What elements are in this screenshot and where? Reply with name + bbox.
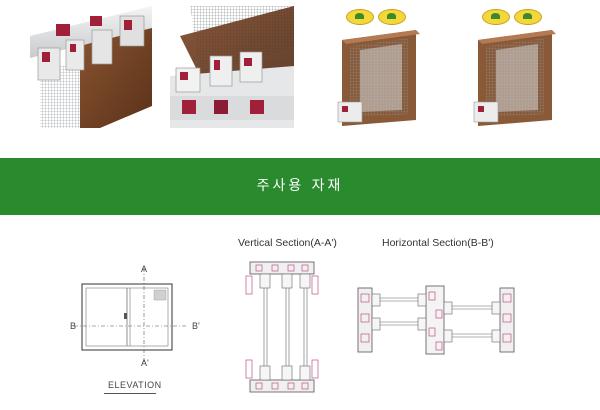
profile-closeup-right (170, 6, 294, 128)
energy-badge-icon (514, 9, 542, 25)
horizontal-section-drawing (354, 282, 518, 358)
marker-b-right: B' (192, 321, 200, 331)
vertical-section-drawing (238, 258, 328, 398)
elevation-caption-underline (104, 393, 156, 394)
marker-b-left: B (70, 321, 77, 331)
marker-a-top: A (141, 264, 148, 274)
window-corner-cutaway-2 (456, 6, 574, 128)
energy-badge-icon (482, 9, 510, 25)
elevation-caption: ELEVATION (108, 380, 162, 390)
energy-badge-icon (378, 9, 406, 25)
elevation-diagram (74, 268, 186, 362)
section-banner: 주사용 자재 (0, 158, 600, 215)
window-corner-cutaway-1 (320, 6, 438, 128)
marker-a-bottom: A' (141, 358, 149, 368)
horizontal-section-title: Horizontal Section(B-B') (382, 237, 494, 249)
elevation-drawing: A A' B B' (60, 258, 220, 398)
vertical-section-title: Vertical Section(A-A') (238, 237, 337, 249)
banner-title: 주사용 자재 (256, 178, 344, 194)
energy-badge-icon (346, 9, 374, 25)
profile-closeup-left (30, 6, 152, 128)
